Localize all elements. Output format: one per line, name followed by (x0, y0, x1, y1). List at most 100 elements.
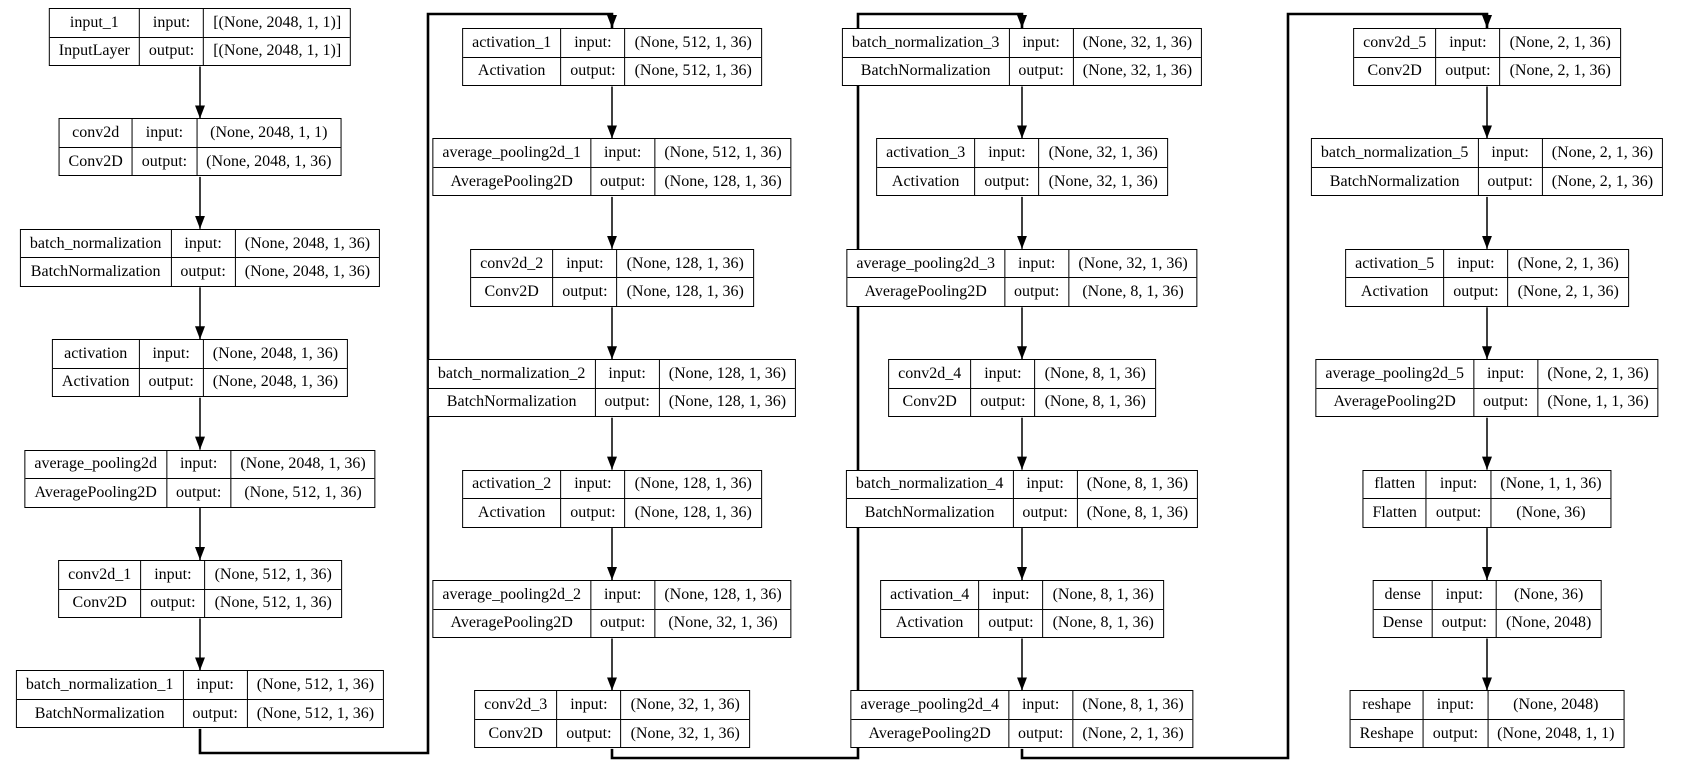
input-shape: (None, 8, 1, 36) (1076, 470, 1197, 499)
output-label: output: (1008, 56, 1073, 85)
layer-node-conv2d_1: conv2d_1 input: (None, 512, 1, 36) Conv2… (58, 560, 342, 618)
output-shape: (None, 128, 1, 36) (616, 277, 753, 306)
layer-node-dense: dense input: (None, 36) Dense output: (N… (1372, 580, 1602, 638)
output-label: output: (1012, 498, 1077, 527)
output-label: output: (560, 56, 625, 85)
input-shape: (None, 2048, 1, 36) (234, 229, 379, 258)
input-shape: (None, 128, 1, 36) (658, 360, 795, 388)
layer-node-activation_2: activation_2 input: (None, 128, 1, 36) A… (462, 469, 762, 528)
layer-type: Reshape (1350, 718, 1423, 748)
output-label: output: (1443, 277, 1508, 306)
output-label: output: (182, 698, 247, 728)
layer-name: conv2d (72, 124, 120, 142)
layer-node-average_pooling2d: average_pooling2d input: (None, 2048, 1,… (24, 449, 376, 508)
layer-name: average_pooling2d_2 (442, 585, 581, 603)
layer-type: BatchNormalization (1311, 166, 1478, 196)
layer-type: Dense (1373, 608, 1432, 638)
layer-name: batch_normalization_4 (855, 475, 1004, 493)
output-shape: (None, 32, 1, 36) (654, 608, 791, 637)
layer-type: BatchNormalization (846, 498, 1013, 527)
input-label: input: (1425, 470, 1490, 499)
layer-name: average_pooling2d (34, 455, 157, 473)
output-shape: (None, 2, 1, 36) (1499, 56, 1620, 85)
output-label: output: (556, 718, 621, 748)
output-shape: (None, 512, 1, 36) (204, 588, 341, 617)
output-label: output: (974, 166, 1039, 196)
layer-name: batch_normalization_2 (437, 364, 586, 382)
output-label: output: (1425, 498, 1491, 527)
layer-node-conv2d: conv2d input: (None, 2048, 1, 1) Conv2D … (58, 118, 342, 177)
layer-name: reshape (1362, 696, 1412, 714)
input-label: input: (182, 671, 246, 699)
output-shape: (None, 8, 1, 36) (1034, 387, 1155, 417)
output-shape: (None, 128, 1, 36) (624, 498, 761, 527)
output-shape: [(None, 2048, 1, 1)] (203, 36, 351, 65)
layer-node-average_pooling2d_2: average_pooling2d_2 input: (None, 128, 1… (432, 580, 792, 638)
input-label: input: (970, 360, 1034, 388)
layer-name: activation_3 (886, 144, 966, 162)
layer-node-activation_5: activation_5 input: (None, 2, 1, 36) Act… (1345, 248, 1629, 307)
input-shape: (None, 128, 1, 36) (654, 581, 790, 609)
layer-type: Conv2D (1354, 56, 1436, 86)
input-shape: (None, 2, 1, 36) (1499, 29, 1620, 57)
output-shape: (None, 8, 1, 36) (1068, 277, 1197, 306)
layer-name: average_pooling2d_3 (856, 254, 995, 272)
input-shape: (None, 512, 1, 36) (246, 671, 383, 699)
input-shape: (None, 2, 1, 36) (1507, 249, 1628, 278)
output-label: output: (165, 478, 231, 507)
layer-node-batch_normalization_5: batch_normalization_5 input: (None, 2, 1… (1310, 138, 1664, 197)
input-shape: (None, 128, 1, 36) (616, 249, 753, 278)
input-label: input: (1431, 581, 1496, 609)
layer-name: activation_1 (472, 33, 552, 51)
layer-name: conv2d_4 (898, 364, 962, 382)
input-label: input: (1443, 249, 1507, 278)
layer-name: flatten (1374, 475, 1416, 493)
layer-type: Activation (881, 608, 979, 638)
layer-name: conv2d_5 (1363, 33, 1427, 51)
output-label: output: (552, 277, 617, 306)
output-shape: (None, 32, 1, 36) (620, 718, 749, 748)
layer-type: AveragePooling2D (433, 166, 590, 196)
input-shape: (None, 32, 1, 36) (1068, 249, 1196, 278)
output-shape: (None, 2048, 1, 36) (234, 257, 380, 286)
output-shape: (None, 2, 1, 36) (1541, 166, 1663, 196)
input-shape: (None, 32, 1, 36) (620, 691, 749, 719)
layer-name: batch_normalization_1 (25, 676, 174, 694)
input-label: input: (1422, 691, 1487, 719)
output-label: output: (589, 608, 655, 637)
input-shape: [(None, 2048, 1, 1)] (203, 9, 350, 37)
layer-node-conv2d_5: conv2d_5 input: (None, 2, 1, 36) Conv2D … (1353, 28, 1621, 86)
input-shape: (None, 1, 1, 36) (1490, 470, 1610, 499)
layer-node-activation: activation input: (None, 2048, 1, 36) Ac… (51, 339, 349, 398)
layer-type: AveragePooling2D (25, 478, 166, 507)
layer-node-batch_normalization_2: batch_normalization_2 input: (None, 128,… (427, 359, 797, 418)
layer-name: average_pooling2d_5 (1325, 364, 1464, 382)
layer-name: activation_4 (890, 585, 970, 603)
output-label: output: (589, 166, 655, 196)
output-shape: (None, 32, 1, 36) (1038, 166, 1167, 196)
output-label: output: (1477, 166, 1542, 196)
layer-type: BatchNormalization (16, 698, 183, 728)
output-label: output: (1422, 718, 1488, 748)
input-label: input: (131, 119, 196, 147)
layer-type: Conv2D (59, 146, 132, 176)
output-label: output: (978, 608, 1043, 637)
input-label: input: (552, 249, 616, 278)
layer-node-conv2d_2: conv2d_2 input: (None, 128, 1, 36) Conv2… (470, 248, 754, 307)
output-label: output: (1431, 608, 1497, 637)
input-label: input: (1477, 139, 1541, 167)
input-label: input: (560, 29, 624, 57)
output-label: output: (1472, 387, 1538, 417)
input-label: input: (974, 139, 1038, 167)
input-shape: (None, 36) (1496, 581, 1600, 609)
layer-node-activation_3: activation_3 input: (None, 32, 1, 36) Ac… (876, 138, 1168, 197)
input-shape: (None, 512, 1, 36) (654, 139, 790, 167)
layer-name: input_1 (69, 13, 119, 31)
layer-name: batch_normalization_5 (1320, 144, 1469, 162)
input-label: input: (1003, 249, 1068, 278)
output-label: output: (131, 146, 197, 176)
output-label: output: (560, 498, 625, 527)
output-shape: (None, 512, 1, 36) (624, 56, 761, 85)
input-label: input: (589, 139, 654, 167)
layer-name: conv2d_3 (484, 696, 548, 714)
